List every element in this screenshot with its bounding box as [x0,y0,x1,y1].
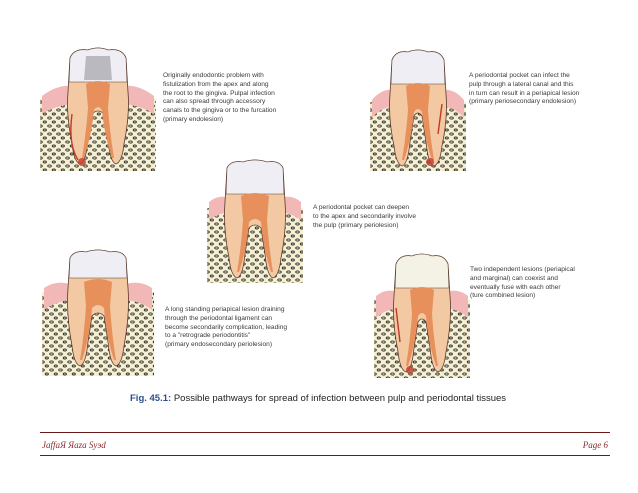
tooth-illustration-primary-perio [207,159,303,283]
tooth-illustration-combined-lesion [374,253,470,378]
caption-primary-periolesion: A periodontal pocket can deepen to the a… [313,204,417,229]
footer-author: JaffaЯ Яaza Syэd [42,440,106,450]
caption-true-combined-lesion: Two independent lesions (periapical and … [470,266,575,300]
caption-primary-endolesion: Originally endodontic problem with fistu… [163,72,277,123]
figure-caption: Fig. 45.1: Possible pathways for spread … [130,393,550,404]
caption-primary-endosecondary-periolesion: A long standing periapical lesion draini… [165,306,288,349]
figure-caption-text: Possible pathways for spread of infectio… [171,393,507,404]
tooth-illustration-primary-endo [40,47,156,171]
tooth-illustration-primary-endo-secondary-perio [42,249,154,376]
footer-rule-top [40,432,610,433]
footer-rule-bottom [40,455,610,456]
tooth-illustration-primary-perio-secondary-endo [370,49,466,171]
figure-label: Fig. 45.1: [130,393,172,404]
footer-page-number: Page 6 [582,440,608,450]
caption-primary-periosecondary-endolesion: A periodontal pocket can infect the pulp… [469,72,580,106]
